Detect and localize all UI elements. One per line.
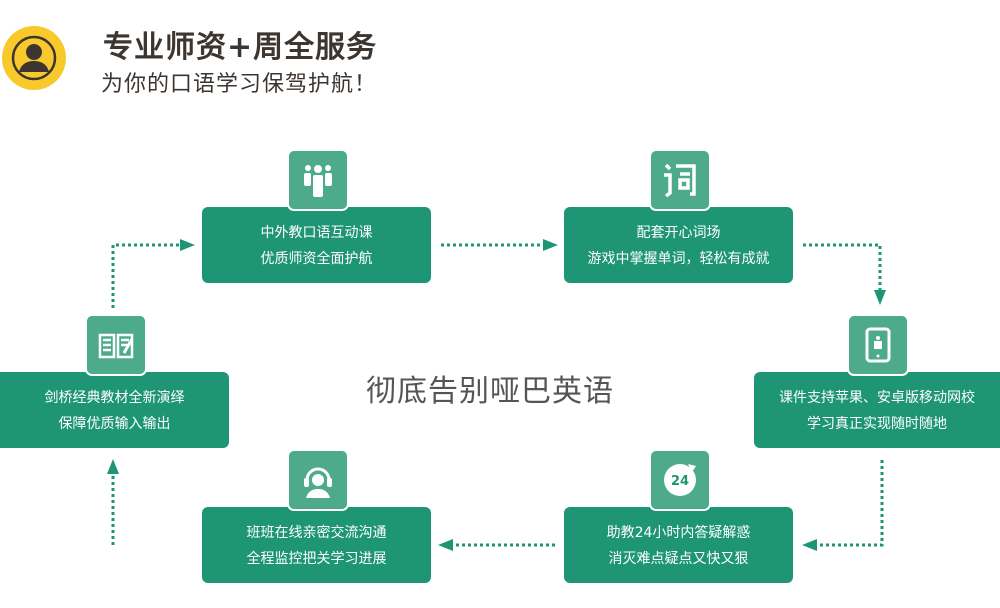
headset-icon bbox=[287, 449, 349, 511]
step-box-24h: 助教24小时内答疑解惑 消灭难点疑点又快又狠 bbox=[564, 507, 793, 583]
vocabulary-ci-icon bbox=[649, 149, 711, 211]
step-line: 班班在线亲密交流沟通 bbox=[246, 525, 387, 541]
step-line: 助教24小时内答疑解惑 bbox=[606, 525, 751, 541]
arrowhead bbox=[543, 239, 558, 251]
step-box-teachers: 中外教口语互动课 优质师资全面护航 bbox=[202, 207, 431, 283]
step-line: 课件支持苹果、安卓版移动网校 bbox=[779, 390, 975, 406]
step-line: 保障优质输入输出 bbox=[58, 416, 171, 432]
book-icon bbox=[85, 314, 147, 376]
step-box-mobile: 课件支持苹果、安卓版移动网校 学习真正实现随时随地 bbox=[754, 372, 1000, 448]
step-line: 全程监控把关学习进展 bbox=[246, 551, 387, 567]
page-subtitle: 为你的口语学习保驾护航！ bbox=[101, 72, 378, 97]
step-box-class-service: 班班在线亲密交流沟通 全程监控把关学习进展 bbox=[202, 507, 431, 583]
arrowhead bbox=[438, 539, 453, 551]
avatar-icon bbox=[2, 26, 66, 90]
svg-text:24: 24 bbox=[671, 474, 689, 489]
24-hour-icon: 24 bbox=[649, 449, 711, 511]
step-line: 配套开心词场 bbox=[636, 225, 721, 241]
teachers-group-icon bbox=[287, 149, 349, 211]
center-slogan: 彻底告别哑巴英语 bbox=[366, 374, 614, 409]
step-line: 消灭难点疑点又快又狠 bbox=[608, 551, 749, 567]
step-line: 游戏中掌握单词，轻松有成就 bbox=[587, 251, 770, 267]
step-line: 中外教口语互动课 bbox=[260, 225, 373, 241]
step-line: 剑桥经典教材全新演绎 bbox=[44, 390, 185, 406]
arrowhead bbox=[802, 539, 817, 551]
step-line: 优质师资全面护航 bbox=[260, 251, 373, 267]
tablet-icon bbox=[847, 314, 909, 376]
step-line: 学习真正实现随时随地 bbox=[807, 416, 947, 432]
step-box-textbook: 剑桥经典教材全新演绎 保障优质输入输出 bbox=[0, 372, 229, 448]
arrowhead bbox=[107, 459, 119, 474]
step-box-vocabulary: 配套开心词场 游戏中掌握单词，轻松有成就 bbox=[564, 207, 793, 283]
page-title: 专业师资+周全服务 bbox=[103, 30, 378, 65]
arrowhead bbox=[874, 290, 886, 305]
arrowhead bbox=[180, 239, 195, 251]
